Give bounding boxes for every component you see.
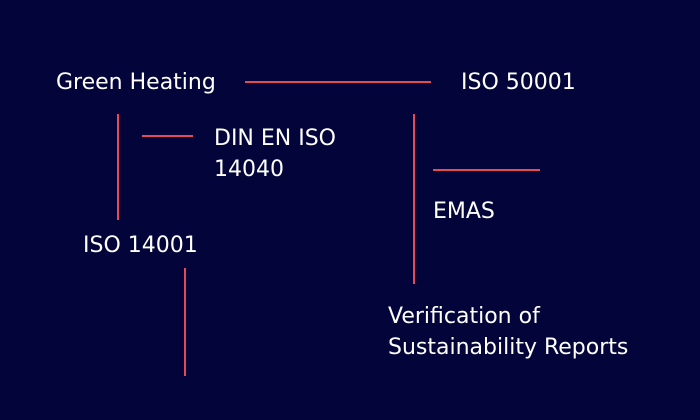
node-emas: EMAS xyxy=(433,199,495,224)
node-din-en-iso-line1: DIN EN ISO xyxy=(214,126,336,151)
node-din-en-iso-line2: 14040 xyxy=(214,157,284,182)
connector-green-heating-iso-50001 xyxy=(245,81,431,83)
connector-iso-14001-vertical xyxy=(184,268,186,376)
connector-din-en-iso xyxy=(142,135,193,137)
connector-emas xyxy=(433,169,540,171)
node-verification-line2: Sustainability Reports xyxy=(388,335,629,360)
node-iso-14001: ISO 14001 xyxy=(83,233,198,258)
connector-iso-50001-vertical xyxy=(413,114,415,284)
node-verification-line1: Verification of xyxy=(388,304,540,329)
connector-green-heating-vertical xyxy=(117,114,119,220)
node-green-heating: Green Heating xyxy=(56,70,216,95)
node-iso-50001: ISO 50001 xyxy=(461,70,576,95)
